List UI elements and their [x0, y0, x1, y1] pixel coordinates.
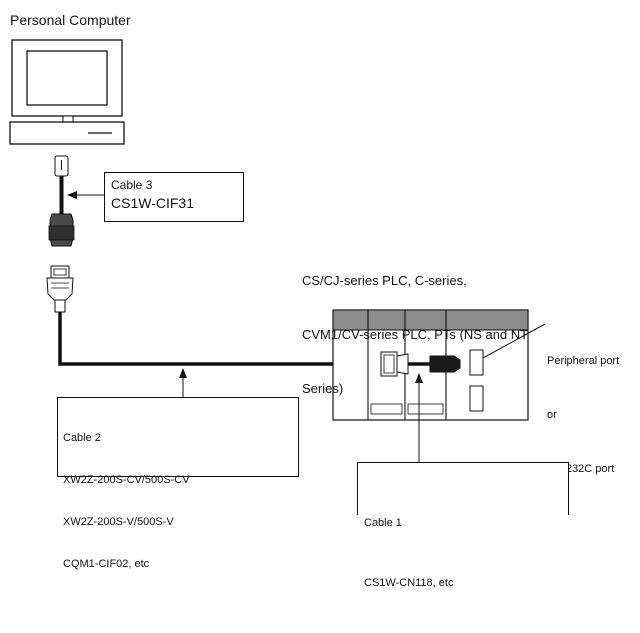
cable-2-model: XW2Z-200S-V/500S-V: [63, 516, 174, 528]
cable-1-box: Cable 1 CS1W-CN118, etc: [357, 462, 569, 589]
cable-1-text: Cable 1 CS1W-CN118, etc: [364, 473, 453, 633]
port-line: Peripheral port: [547, 355, 620, 367]
port-leader-line: [482, 323, 546, 359]
dsub-connector-icon: [46, 265, 340, 366]
plc-description: CS/CJ-series PLC, C-series, CVM1/CV-seri…: [302, 236, 528, 416]
plc-line: CVM1/CV-series PLC, PTs (NS and NT: [302, 327, 529, 342]
cable-2-title: Cable 2: [63, 432, 101, 444]
personal-computer-icon: [9, 39, 125, 145]
cable-1-model: CS1W-CN118, etc: [364, 577, 454, 589]
cable-2-text: Cable 2 XW2Z-200S-CV/500S-CV XW2Z-200S-V…: [63, 403, 190, 599]
computer-label: Personal Computer: [10, 12, 131, 28]
plc-rack-icon: [332, 309, 529, 421]
connection-diagram: [9, 39, 546, 462]
cable-1-icon: [380, 351, 461, 377]
cable-1-title: Cable 1: [364, 517, 402, 529]
plc-line: CS/CJ-series PLC, C-series,: [302, 273, 467, 288]
cable-3-icon: [48, 155, 75, 247]
cable-3-model: CS1W-CIF31: [111, 195, 194, 211]
port-line: or: [547, 409, 557, 421]
plc-line: Series): [302, 381, 344, 396]
cable-3-box: Cable 3 CS1W-CIF31: [104, 172, 244, 222]
cable-2-model: XW2Z-200S-CV/500S-CV: [63, 474, 190, 486]
cable-2-model: CQM1-CIF02, etc: [63, 558, 150, 570]
cable-3-title: Cable 3: [111, 178, 153, 192]
cable-2-box: Cable 2 XW2Z-200S-CV/500S-CV XW2Z-200S-V…: [57, 397, 299, 570]
